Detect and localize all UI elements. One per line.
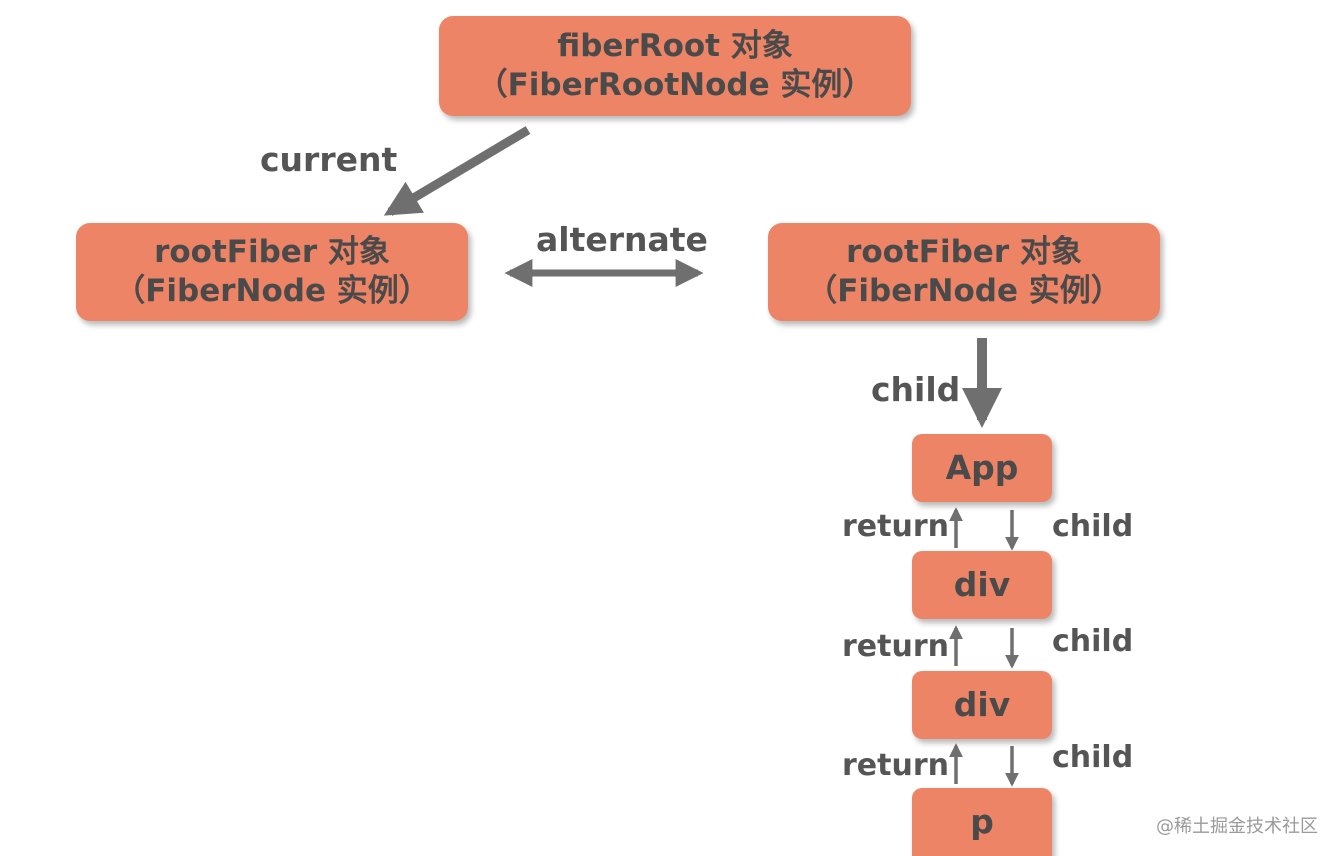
root-fiber-alternate-node: rootFiber 对象 （FiberNode 实例） <box>768 223 1160 321</box>
current-label: current <box>260 140 398 179</box>
child-label-1: child <box>1052 509 1134 544</box>
return-label-3: return <box>842 748 949 783</box>
app-node-label: App <box>945 448 1019 488</box>
root-fiber-current-subtitle: （FiberNode 实例） <box>114 273 430 309</box>
fiber-root-node: fiberRoot 对象 （FiberRootNode 实例） <box>439 16 911 116</box>
app-node: App <box>912 434 1052 502</box>
alternate-label: alternate <box>536 220 708 259</box>
p-node-label: p <box>970 802 994 842</box>
child-label-3: child <box>1052 740 1134 775</box>
p-node: p <box>912 788 1052 856</box>
return-label-1: return <box>842 509 949 544</box>
div-node-1: div <box>912 551 1052 619</box>
root-fiber-current-node: rootFiber 对象 （FiberNode 实例） <box>76 223 468 321</box>
current-arrow <box>383 126 531 216</box>
div-node-2: div <box>912 671 1052 739</box>
return-label-2: return <box>842 629 949 664</box>
fiber-root-subtitle: （FiberRootNode 实例） <box>476 67 874 103</box>
watermark: @稀土掘金技术社区 <box>1156 816 1318 837</box>
div-node-2-label: div <box>953 685 1011 725</box>
root-fiber-alternate-subtitle: （FiberNode 实例） <box>806 273 1122 309</box>
root-fiber-current-title: rootFiber 对象 <box>154 234 390 271</box>
root-fiber-alternate-title: rootFiber 对象 <box>846 234 1082 271</box>
fiber-root-title: fiberRoot 对象 <box>557 28 793 65</box>
child-label-root: child <box>871 370 961 409</box>
div-node-1-label: div <box>953 565 1011 605</box>
child-label-2: child <box>1052 624 1134 659</box>
